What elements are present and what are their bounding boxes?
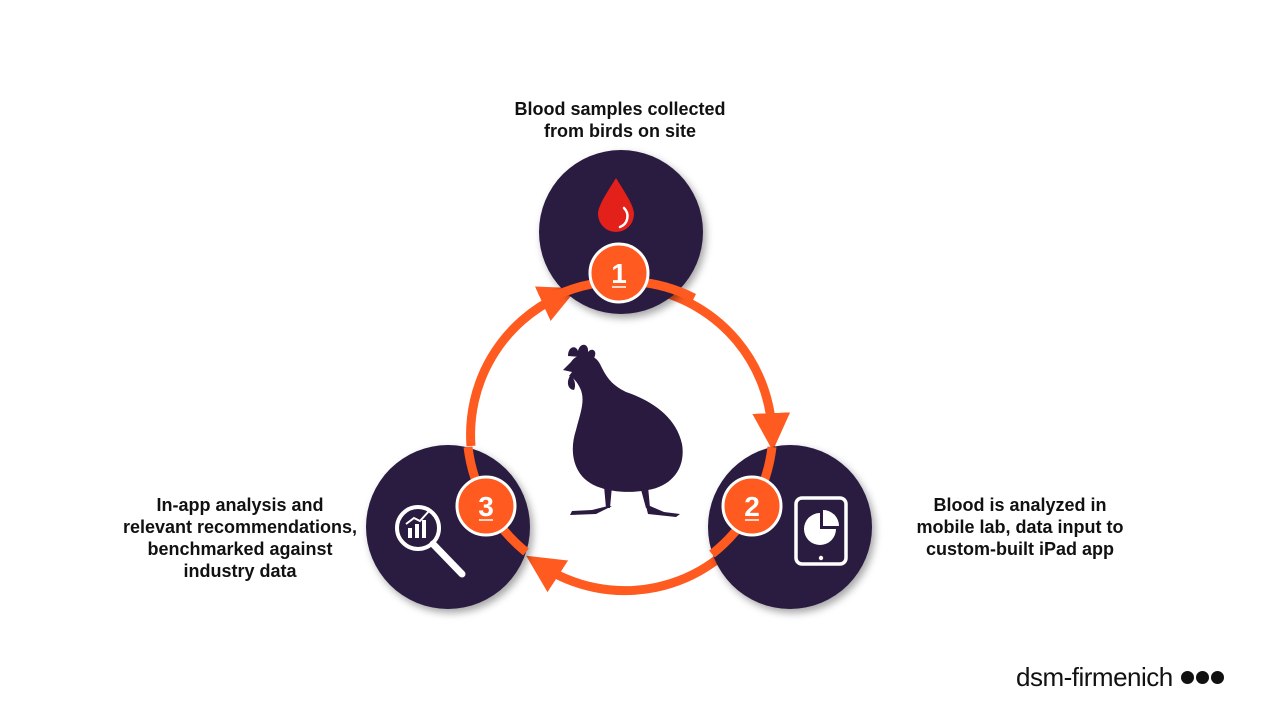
step-3-badge: 3 [455,475,517,537]
step-1-circle [539,150,703,314]
step-2-number: 2 [744,491,760,522]
step-1-caption: Blood samples collected from birds on si… [514,99,726,141]
step-3-caption: In-app analysis and relevant recommendat… [122,495,358,581]
tablet-pie-chart-icon [794,496,848,566]
brand-logo: dsm-firmenich [1016,662,1224,693]
magnifier-chart-icon [395,505,466,578]
arrow-step3-to-step1 [466,286,578,447]
step-3-number: 3 [478,491,494,522]
brand-name: dsm-firmenich [1016,662,1173,692]
arrow-step1-to-step2 [652,285,791,451]
step-1-number: 1 [611,258,627,289]
three-dots-logo-icon [1180,671,1224,684]
step-2-caption: Blood is analyzed in mobile lab, data in… [916,495,1124,559]
step-2-badge: 2 [721,475,783,537]
blood-drop-icon [598,178,634,232]
chicken-silhouette-icon [563,344,683,517]
step-1-badge: 1 [588,242,650,304]
